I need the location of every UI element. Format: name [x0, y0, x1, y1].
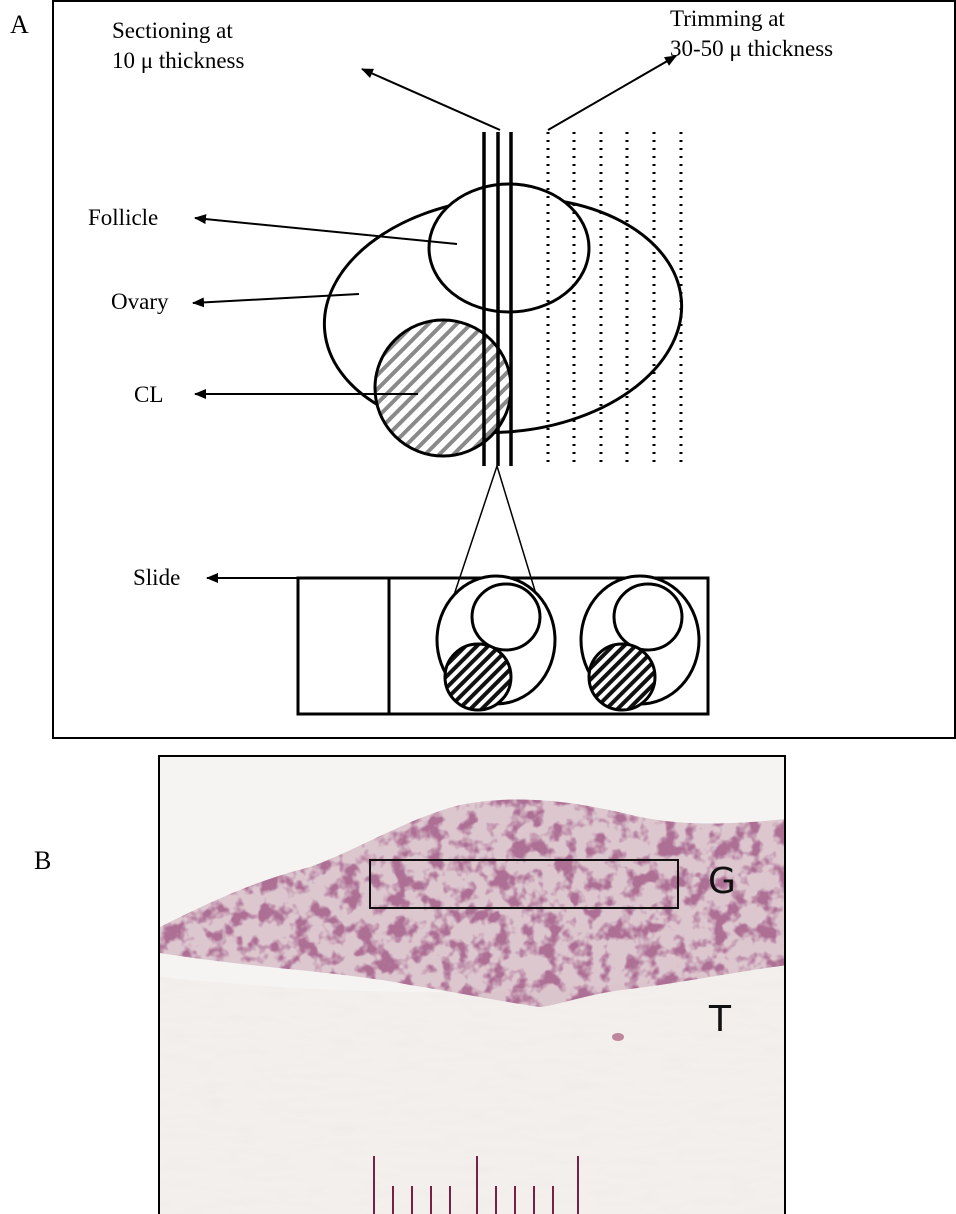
panel-a-diagram	[0, 0, 956, 740]
theca-label: T	[709, 1002, 731, 1038]
follicle-arrow	[195, 218, 457, 244]
ovary-arrow	[193, 294, 359, 303]
sectioning-arrow	[362, 69, 500, 130]
trimming-arrow	[548, 56, 676, 130]
cl-shape	[375, 320, 511, 456]
follicle-shape	[429, 184, 589, 312]
slide-section-2	[581, 576, 699, 710]
micrograph-image	[160, 757, 786, 1214]
slide-section-1	[437, 576, 555, 710]
granulosa-label: G	[708, 864, 736, 900]
micrograph: G T	[158, 755, 786, 1214]
panel-b-letter: B	[34, 848, 51, 874]
trimming-lines	[548, 132, 681, 465]
